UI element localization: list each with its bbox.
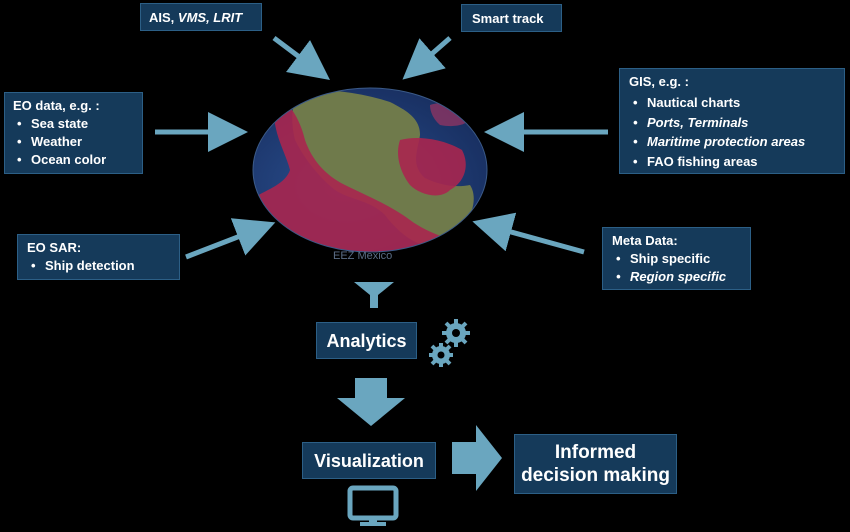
arrow-right bbox=[452, 425, 502, 491]
meta-title: Meta Data: bbox=[612, 233, 678, 248]
arrow-smart-track bbox=[402, 36, 452, 80]
map-eez-mexico bbox=[252, 87, 488, 253]
eo-data-title: EO data, e.g. : bbox=[13, 98, 100, 113]
list-item: Ship detection bbox=[27, 257, 170, 275]
source-smart-track-box: Smart track bbox=[461, 4, 562, 32]
decision-line-2: decision making bbox=[521, 465, 670, 486]
list-item: Nautical charts bbox=[629, 93, 835, 113]
source-meta-box: Meta Data: Ship specific Region specific bbox=[602, 227, 751, 290]
list-item: FAO fishing areas bbox=[629, 152, 835, 172]
monitor-icon bbox=[347, 485, 399, 526]
arrow-ais bbox=[272, 36, 330, 80]
arrow-meta bbox=[472, 212, 585, 255]
eo-sar-title: EO SAR: bbox=[27, 240, 82, 255]
smart-track-label: Smart track bbox=[472, 11, 544, 26]
analytics-label: Analytics bbox=[326, 330, 407, 351]
list-item: Region specific bbox=[612, 268, 741, 286]
decision-line-1: Informed bbox=[554, 442, 637, 463]
gis-title: GIS, e.g. : bbox=[629, 74, 689, 89]
visualization-label: Visualization bbox=[314, 450, 424, 471]
arrow-eo-sar bbox=[185, 218, 276, 260]
vms-lrit-label: VMS, LRIT bbox=[177, 10, 243, 25]
gears-icon bbox=[429, 319, 470, 367]
list-item: Sea state bbox=[13, 115, 134, 133]
list-item: Ship specific bbox=[612, 250, 741, 268]
list-item: Maritime protection areas bbox=[629, 132, 835, 152]
source-eo-data-box: EO data, e.g. : Sea state Weather Ocean … bbox=[4, 92, 143, 174]
analytics-box: Analytics bbox=[316, 322, 417, 359]
funnel-icon bbox=[354, 282, 394, 308]
source-ais-box: AIS, VMS, LRIT bbox=[140, 3, 262, 31]
list-item: Ocean color bbox=[13, 151, 134, 169]
list-item: Ports, Terminals bbox=[629, 113, 835, 133]
map-caption: EEZ Mexico bbox=[333, 250, 393, 262]
ais-label: AIS, bbox=[149, 10, 178, 25]
arrow-down bbox=[337, 378, 405, 426]
source-eo-sar-box: EO SAR: Ship detection bbox=[17, 234, 180, 280]
source-gis-box: GIS, e.g. : Nautical charts Ports, Termi… bbox=[619, 68, 845, 174]
decision-box: Informed decision making bbox=[514, 434, 677, 494]
list-item: Weather bbox=[13, 133, 134, 151]
visualization-box: Visualization bbox=[302, 442, 436, 479]
